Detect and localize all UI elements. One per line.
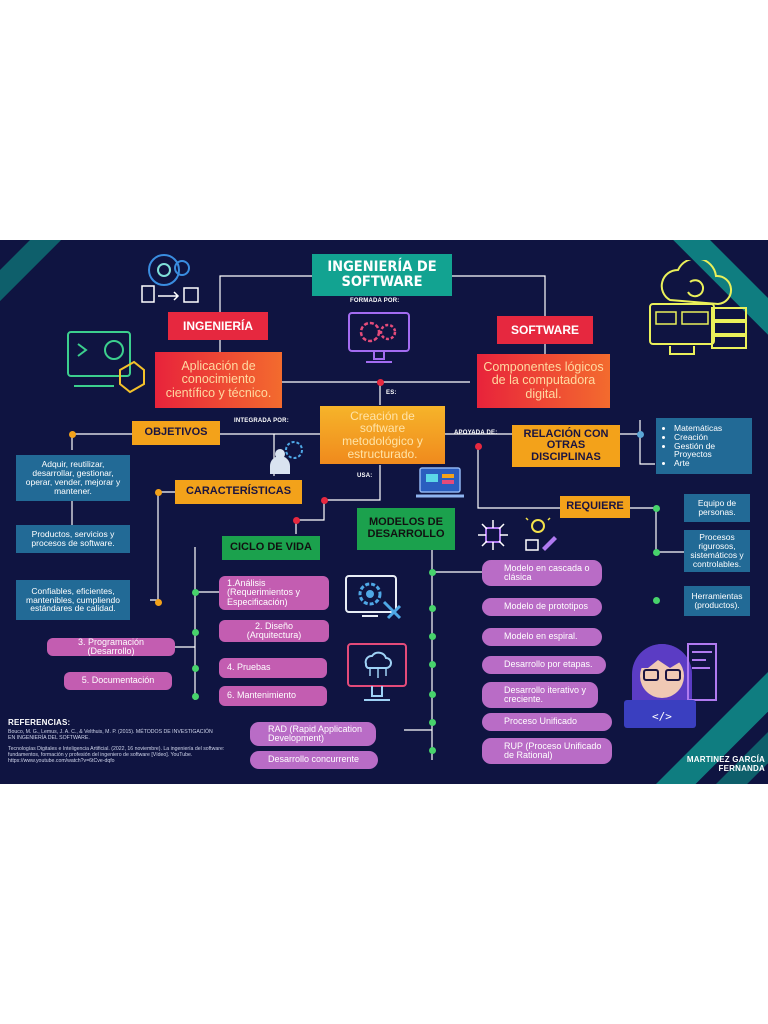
svg-text:</>: </> [652,710,672,723]
node-dot [68,430,76,438]
node-dot [428,604,436,612]
modelo-item: Proceso Unificado [482,713,612,731]
node-dot [652,548,660,556]
node-dot [320,496,328,504]
monitor-gears-icon [348,312,410,363]
node-dot [474,442,482,450]
relacion-item: Arte [674,459,746,468]
caracteristicas-box: CARACTERÍSTICAS [175,480,302,504]
objetivos-box: OBJETIVOS [132,421,220,445]
cloud-network-monitor-icon [347,643,407,701]
node-dot [428,690,436,698]
node-dot [191,628,199,636]
node-dot [652,504,660,512]
ciclo-box: CICLO DE VIDA [222,536,320,560]
referencia-item: Bouco, M. G., Lemus, J. A. C., & Velthui… [8,729,213,742]
node-dot [154,488,162,496]
modelo-item: RUP (Proceso Unificado de Rational) [482,738,612,764]
requiere-item-2: Procesos rigurosos, sistemáticos y contr… [684,530,750,572]
laptop-dashboard-icon [416,467,464,498]
ciclo-item: 3. Programación (Desarrollo) [47,637,175,656]
connector-apoyada-de: APOYADA DE: [454,430,498,436]
node-dot [191,692,199,700]
software-box: SOFTWARE [497,316,593,344]
node-dot [191,664,199,672]
objetivos-item-2: Productos, servicios y procesos de softw… [16,525,130,553]
software-desc: Componentes lógicos de la computadora di… [477,354,610,408]
programmer-girl-icon: </> [624,643,717,728]
referencia-item: Tecnologías Digitales e Inteligencia Art… [8,746,225,765]
relacion-item: Gestión de Proyectos [674,441,746,460]
node-dot [292,516,300,524]
developer-cube-icon [67,331,145,394]
ciclo-item: 1.Análisis (Requerimientos y Especificac… [219,576,329,610]
ciclo-item: 5. Documentación [64,672,172,690]
main-title: INGENIERÍA DE SOFTWARE [312,254,452,296]
node-dot [191,588,199,596]
connector-formada-por: FORMADA POR: [350,298,400,304]
relacion-item: Matemáticas [674,423,746,433]
node-dot [428,632,436,640]
connector-es: ES: [386,390,397,396]
relacion-items: Matemáticas Creación Gestión de Proyecto… [656,418,752,474]
node-dot [636,430,644,438]
modelos-box: MODELOS DE DESARROLLO [357,508,455,550]
relacion-box: RELACIÓN CON OTRAS DISCIPLINAS [512,425,620,467]
ciclo-item: 2. Diseño (Arquitectura) [219,620,329,642]
lightbulb-pen-icon [525,516,557,551]
node-dot [428,660,436,668]
referencias-title: REFERENCIAS: [8,718,71,727]
node-dot [376,378,384,386]
node-dot [652,596,660,604]
worker-gears-icon [270,441,303,474]
center-definition: Creación de software metodológico y estr… [320,406,445,464]
connector-lines [71,275,684,760]
connector-integrada-por: INTEGRADA POR: [234,418,289,424]
circuit-chip-icon [478,520,508,550]
requiere-box: REQUIERE [560,496,630,518]
modelo-item: RAD (Rapid Application Development) [250,722,376,746]
concept-map-poster: INGENIERÍA DE SOFTWARE FORMADA POR: INGE… [0,240,768,784]
author-name: MARTINEZ GARCÍA FERNANDA [686,755,765,773]
modelo-item: Modelo de prototipos [482,598,602,616]
requiere-item-3: Herramientas (productos). [684,586,750,616]
ciclo-item: 4. Pruebas [219,658,327,678]
ingenieria-box: INGENIERÍA [168,312,268,340]
node-dot [428,718,436,726]
node-dot [428,568,436,576]
modelo-item: Desarrollo por etapas. [482,656,606,674]
caracteristicas-item-1: Confiables, eficientes, mantenibles, cum… [16,580,130,620]
modelo-item: Desarrollo iterativo y creciente. [482,682,598,708]
modelo-item: Modelo en cascada o clásica [482,560,602,586]
gear-tools-monitor-icon [345,575,402,620]
relacion-item: Creación [674,432,746,442]
requiere-item-1: Equipo de personas. [684,494,750,522]
node-dot [154,598,162,606]
settings-document-icon [141,254,199,303]
modelo-item: Modelo en espiral. [482,628,602,646]
ciclo-item: 6. Mantenimiento [219,686,327,706]
ingenieria-desc: Aplicación de conocimiento científico y … [155,352,282,408]
connector-usa: USA: [357,473,373,479]
objetivos-item-1: Adquir, reutilizar, desarrollar, gestion… [16,455,130,501]
cloud-server-icon [649,260,747,355]
modelo-item: Desarrollo concurrente [250,751,378,769]
node-dot [428,746,436,754]
